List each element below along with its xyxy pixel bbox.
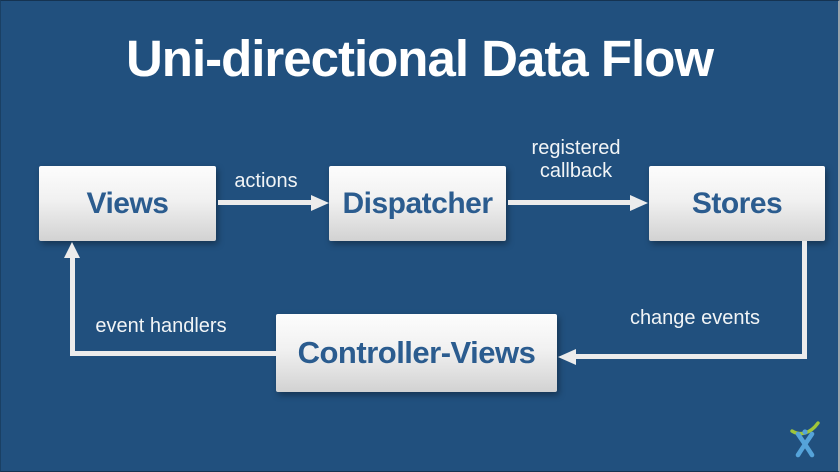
edge-label-registered-callback: registered callback xyxy=(531,137,621,182)
edge-label-actions: actions xyxy=(234,170,298,192)
arrow-up-icon xyxy=(64,242,80,258)
node-views: Views xyxy=(39,166,216,241)
arrow-stores-to-controller-shaft xyxy=(575,354,807,359)
edge-label-event-handlers: event handlers xyxy=(95,315,227,337)
arrow-dispatcher-to-stores-shaft xyxy=(508,200,632,205)
node-stores: Stores xyxy=(649,166,825,241)
page-title: Uni-directional Data Flow xyxy=(125,30,714,87)
arrow-right-icon xyxy=(630,195,648,211)
arrow-controller-to-views-shaft xyxy=(73,351,276,356)
node-controller-views: Controller-Views xyxy=(276,314,557,392)
arrow-right-icon xyxy=(311,195,329,211)
node-controller-views-label: Controller-Views xyxy=(297,335,536,370)
edge-label-change-events: change events xyxy=(629,307,761,329)
node-stores-label: Stores xyxy=(691,186,783,220)
arrow-controller-to-views-vertical xyxy=(70,257,75,356)
node-views-label: Views xyxy=(86,186,169,220)
arrow-left-icon xyxy=(558,349,576,365)
arrow-views-to-dispatcher-shaft xyxy=(218,200,313,205)
node-dispatcher-label: Dispatcher xyxy=(342,186,493,220)
node-dispatcher: Dispatcher xyxy=(329,166,506,241)
atlassian-logo-icon xyxy=(789,418,821,458)
arrow-stores-to-controller-vertical xyxy=(802,241,807,357)
